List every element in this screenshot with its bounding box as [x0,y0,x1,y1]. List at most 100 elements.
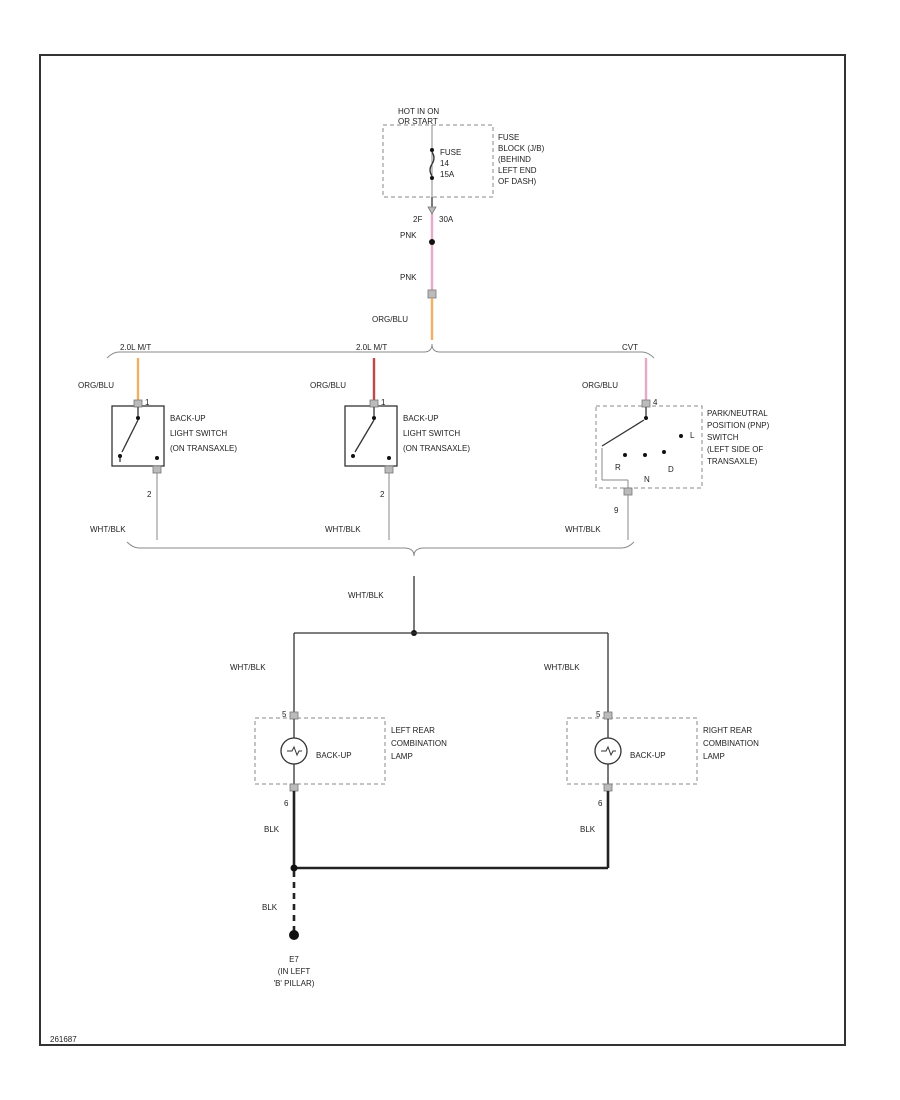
left-lamp-line-3: LAMP [391,752,413,761]
switch-1-line-2: LIGHT SWITCH [170,429,227,438]
fuse-connector-2: 30A [439,215,454,224]
switch-1-pin-out-icon [152,465,162,474]
right-lamp-pin-in-icon [603,711,613,720]
pnp-pin-out-icon [623,487,633,496]
org-blu-2-label: ORG/BLU [310,381,346,390]
fuse-output-connector: 2F 30A [413,197,454,224]
right-lamp-pin-out: 6 [598,799,603,808]
left-lamp-pin-in: 5 [282,710,287,719]
pnp-contact-n [643,453,647,457]
right-lamp-pin-out-icon [603,783,613,792]
fuse-hot-label-2: OR START [398,117,438,126]
fuse-block: HOT IN ON OR START FUSE 14 15A FUSE BLOC… [382,107,545,198]
fuse-number: 14 [440,159,449,168]
pnk-wire: PNK PNK [400,214,437,299]
fuse-output-pin-icon [427,206,437,215]
wht-blk-right-label: WHT/BLK [544,663,580,672]
bottom-bracket-line [126,541,635,557]
switch-1-line-3: (ON TRANSAXLE) [170,444,237,453]
wht-blk-left-label: WHT/BLK [230,663,266,672]
inline-connector-icon [427,289,437,299]
switch-2-line-2: LIGHT SWITCH [403,429,460,438]
bottom-bracket [126,541,635,557]
fuse-element-icon [429,151,435,177]
wht-blk-main-label: WHT/BLK [348,591,384,600]
switch-2-pin-in: 1 [381,398,386,407]
fuse-hot-label-1: HOT IN ON [398,107,439,116]
pnp-pin-in: 4 [653,398,658,407]
right-lamp-bulb-label: BACK-UP [630,751,666,760]
ground-terminal-icon [289,930,299,940]
left-rear-combination-lamp: 5 6 BACK-UP LEFT REAR COMBINATION LAMP [254,710,447,808]
fuse-rating: 15A [440,170,455,179]
switch-2-contact-top [372,416,376,420]
pnp-line-4: (LEFT SIDE OF [707,445,763,454]
branch-2-label: 2.0L M/T [356,343,387,352]
right-lamp-line-1: RIGHT REAR [703,726,752,735]
right-lamp-line-2: COMBINATION [703,739,759,748]
fuse-terminal-bottom [430,176,434,180]
left-lamp-pin-out: 6 [284,799,289,808]
fuse-desc-1: FUSE [498,133,519,142]
left-lamp-line-2: COMBINATION [391,739,447,748]
switch-1-pin-in-icon [133,399,143,408]
figure-id: 261687 [50,1035,77,1044]
fuse-name: FUSE [440,148,461,157]
branch-1-label: 2.0L M/T [120,343,151,352]
pnp-pos-n: N [644,475,650,484]
left-lamp-bulb-icon [280,737,308,765]
pnp-contact-l [679,434,683,438]
pnp-pin-in-icon [641,399,651,408]
pnp-pos-l: L [690,431,695,440]
fuse-desc-4: LEFT END [498,166,537,175]
diagram-frame [39,54,846,1046]
wht-blk-1-label: WHT/BLK [90,525,126,534]
left-lamp-line-1: LEFT REAR [391,726,435,735]
switch-2-contact-bottom [351,454,355,458]
ground-id: E7 [289,955,299,964]
pnp-contact-top [644,416,648,420]
switch-2-pin-out-icon [384,465,394,474]
switch-1-contact-top [136,416,140,420]
pnp-switch: 4 R N D L 9 PARK/NEUTRAL POSITION (PNP) … [595,398,770,515]
switch-1-line-1: BACK-UP [170,414,206,423]
left-lamp-pin-in-icon [289,711,299,720]
lamp-feed-wires: WHT/BLK WHT/BLK WHT/BLK [230,576,609,712]
fuse-desc-5: OF DASH) [498,177,537,186]
fuse-connector-1: 2F [413,215,422,224]
wht-blk-2-label: WHT/BLK [325,525,361,534]
fuse-desc-3: (BEHIND [498,155,531,164]
pnp-line-5: TRANSAXLE) [707,457,758,466]
org-blu-main-wire: ORG/BLU [372,298,434,340]
branch-3-label: CVT [622,343,638,352]
blk-right-label: BLK [580,825,596,834]
fuse-desc-2: BLOCK (J/B) [498,144,545,153]
ground-line-1: (IN LEFT [278,967,311,976]
ground-line-2: 'B' PILLAR) [274,979,315,988]
switch-2-pin-in-icon [369,399,379,408]
pnp-line-1: PARK/NEUTRAL [707,409,768,418]
pnp-line-2: POSITION (PNP) [707,421,770,430]
top-bracket: 2.0L M/T 2.0L M/T CVT [106,343,655,359]
org-blu-1-label: ORG/BLU [78,381,114,390]
backup-light-switch-2: 1 2 BACK-UP LIGHT SWITCH (ON TRANSAXLE) [344,398,470,499]
pnp-pos-d: D [668,465,674,474]
switch-2-contact-out [387,456,391,460]
switch-2-line-3: (ON TRANSAXLE) [403,444,470,453]
blk-ground-label: BLK [262,903,278,912]
switch-2-line-1: BACK-UP [403,414,439,423]
switch-1-pin-out: 2 [147,490,152,499]
switch-1-contact-bottom [118,454,122,458]
switch-1-contact-out [155,456,159,460]
org-blu-3-label: ORG/BLU [582,381,618,390]
switch-2-lever-icon [354,419,375,453]
pnp-line-3: SWITCH [707,433,739,442]
switch-2-pin-out: 2 [380,490,385,499]
branch-wires: ORG/BLU ORG/BLU ORG/BLU [78,358,648,400]
ground-wires: BLK BLK BLK [262,791,610,932]
switch-1-lever-icon [121,419,139,453]
backup-light-switch-1: 1 2 BACK-UP LIGHT SWITCH (ON TRANSAXLE) [111,398,237,499]
pnp-lever-icon [601,419,645,447]
switch-1-pin-in: 1 [145,398,150,407]
